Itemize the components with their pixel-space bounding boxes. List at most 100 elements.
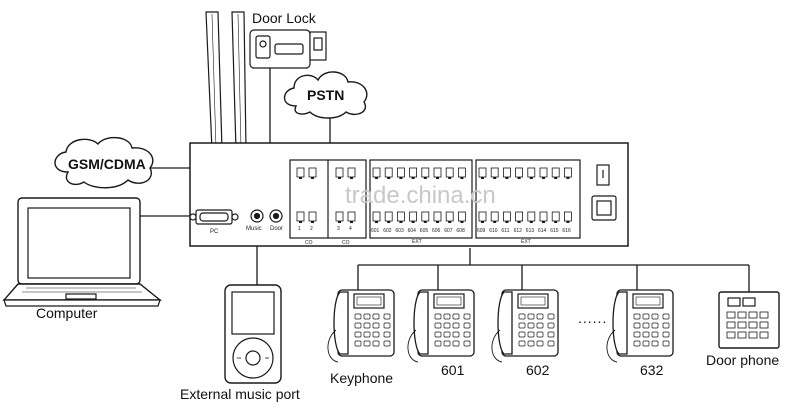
keyphone-group [327,289,674,363]
ext-port-label: 610 [489,228,498,234]
ext-group-label-2: EXT [521,239,531,245]
co-jack-upper [335,167,344,179]
music-player-icon [224,284,282,384]
ext-jack-upper [564,167,572,179]
pbx-device [189,142,629,247]
ext-jack-upper [490,167,499,179]
ext-jack-lower [539,211,548,223]
ext-group-label-1: EXT [412,239,422,245]
co-jack-upper [308,167,317,179]
music-jack-icon [250,209,264,223]
door-phone-key [759,321,769,329]
ext-jack-lower [527,211,536,223]
door-phone-key [748,331,758,339]
ext-601-label: 601 [441,362,465,378]
pc-port-label: PC [210,229,219,235]
computer-label: Computer [36,305,98,321]
door-phone-key [737,331,747,339]
power-switch-icon [591,164,617,221]
pc-serial-port-icon [189,209,239,225]
pstn-label: PSTN [307,87,345,103]
ext-jack-group [372,167,572,223]
ext-jack-lower [384,211,393,223]
ext-jack-upper [445,167,454,179]
keyphone-602-icon [491,289,559,363]
co-port-label: 2 [310,226,313,232]
ellipsis-label: ...... [578,310,608,326]
ext-jack-upper [478,167,487,179]
door-phone-key [737,321,747,329]
ext-port-label: 614 [538,228,547,234]
external-music-port-label: External music port [180,386,300,402]
ext-port-label: 603 [395,228,404,234]
door-phone-key [726,311,736,319]
ext-port-label: 609 [477,228,486,234]
ext-jack-upper [384,167,393,179]
keyphone-icon [327,289,395,363]
ext-jack-upper [396,167,405,179]
door-phone-key [737,311,747,319]
door-jack-icon [269,209,283,223]
co-jack-upper [296,167,305,179]
ext-jack-lower [478,211,487,223]
pstn-cloud-icon [283,71,368,119]
co-port-label: 3 [337,226,340,232]
ext-jack-upper [502,167,511,179]
ext-port-label: 606 [432,228,441,234]
co-jack-group [296,167,356,223]
ext-port-label: 615 [550,228,559,234]
ext-jack-upper [457,167,466,179]
ext-jack-upper [421,167,430,179]
laptop-computer-icon [2,197,162,307]
gsm-cdma-label: GSM/CDMA [68,156,146,172]
co-group-label-2: CO [342,240,350,246]
co-jack-lower [335,211,344,223]
ext-port-label: 613 [525,228,535,234]
ext-port-label: 608 [456,228,465,234]
gsm-cdma-cloud-icon [54,137,154,189]
ext-port-label: 607 [444,228,453,234]
door-phone-icon [718,291,780,349]
door-lock-label: Door Lock [252,10,316,26]
co-jack-upper [347,167,356,179]
co-port-label: 4 [349,226,352,232]
ext-port-label: 601 [371,228,380,234]
ext-jack-lower [409,211,418,223]
ext-jack-upper [409,167,418,179]
ext-port-label: 616 [562,228,571,234]
ext-jack-lower [421,211,430,223]
door-phone-key [726,331,736,339]
ext-jack-lower [490,211,499,223]
connection-wires [140,60,750,292]
keyphone-601-icon [407,289,475,363]
co-jack-lower [347,211,356,223]
ext-jack-upper [515,167,523,179]
door-port-label: Door [270,226,284,232]
ext-jack-upper [527,167,536,179]
ext-jack-lower [433,211,442,223]
ext-jack-lower [515,211,523,223]
ext-jack-upper [539,167,548,179]
ext-jack-lower [502,211,511,223]
door-phone-key [726,321,736,329]
ext-jack-upper [372,167,381,179]
ext-port-label: 612 [513,228,522,234]
keyphone-632-icon [606,289,674,363]
door-phone-key [759,331,769,339]
ext-jack-lower [564,211,572,223]
co-port-label: 1 [298,226,301,232]
door-lock-icon [249,29,327,69]
co-jack-lower [308,211,317,223]
ext-port-label: 611 [501,228,510,234]
ext-jack-lower [396,211,405,223]
ext-jack-upper [433,167,442,179]
co-jack-lower [296,211,305,223]
ext-port-label: 602 [383,228,392,234]
co-group-label-1: CO [305,240,313,246]
ext-602-label: 602 [526,362,550,378]
ext-632-label: 632 [640,362,664,378]
ext-port-label: 604 [407,228,416,234]
ext-jack-lower [551,211,560,223]
